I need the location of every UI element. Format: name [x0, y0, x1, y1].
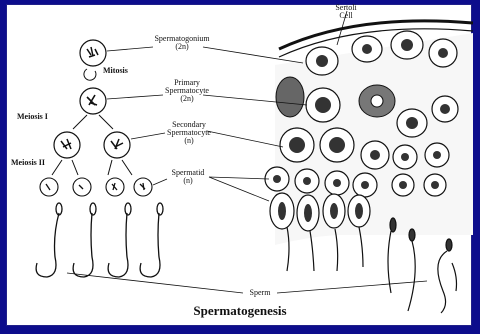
secondary-ploidy: (n)	[159, 137, 219, 145]
spermatid-cells	[40, 178, 152, 196]
secondary-spermatocyte-label: Secondary Spermatocyte (n)	[159, 121, 219, 145]
spermatid-chromatin	[46, 183, 145, 190]
sperm-label: Sperm	[243, 289, 277, 297]
secondary-spermatocyte-cell-left	[54, 132, 80, 158]
spermatogonium-ploidy: (2n)	[147, 43, 217, 51]
diagram-frame: Sertoli Cell Spermatogonium (2n) Mitosis…	[6, 4, 472, 326]
spermatid-ploidy: (n)	[163, 177, 213, 185]
meiosis2-arrows	[52, 160, 132, 175]
meiosis2-label: Meiosis II	[11, 159, 45, 167]
primary-spermatocyte-cell	[80, 88, 106, 114]
mitosis-arrow	[84, 69, 96, 80]
primary-spermatocyte-label: Primary Spermatocyte (2n)	[157, 79, 217, 103]
meiosis1-arrow-left	[73, 115, 87, 129]
spermatogonium-label: Spermatogonium (2n)	[147, 35, 217, 51]
meiosis1-label: Meiosis I	[17, 113, 48, 121]
primary-ploidy: (2n)	[157, 95, 217, 103]
sperm-cells-left	[36, 203, 163, 277]
sertoli-label: Sertoli Cell	[323, 4, 369, 20]
secondary-spermatocyte-cell-right	[104, 132, 130, 158]
diagram-title: Spermatogenesis	[7, 303, 473, 319]
spermatogonium-cell	[80, 40, 106, 66]
sertoli-label-line2: Cell	[323, 12, 369, 20]
mitosis-label: Mitosis	[103, 67, 128, 75]
spermatid-label: Spermatid (n)	[163, 169, 213, 185]
spermatogenesis-diagram	[7, 5, 473, 327]
meiosis1-arrow-right	[99, 115, 113, 129]
